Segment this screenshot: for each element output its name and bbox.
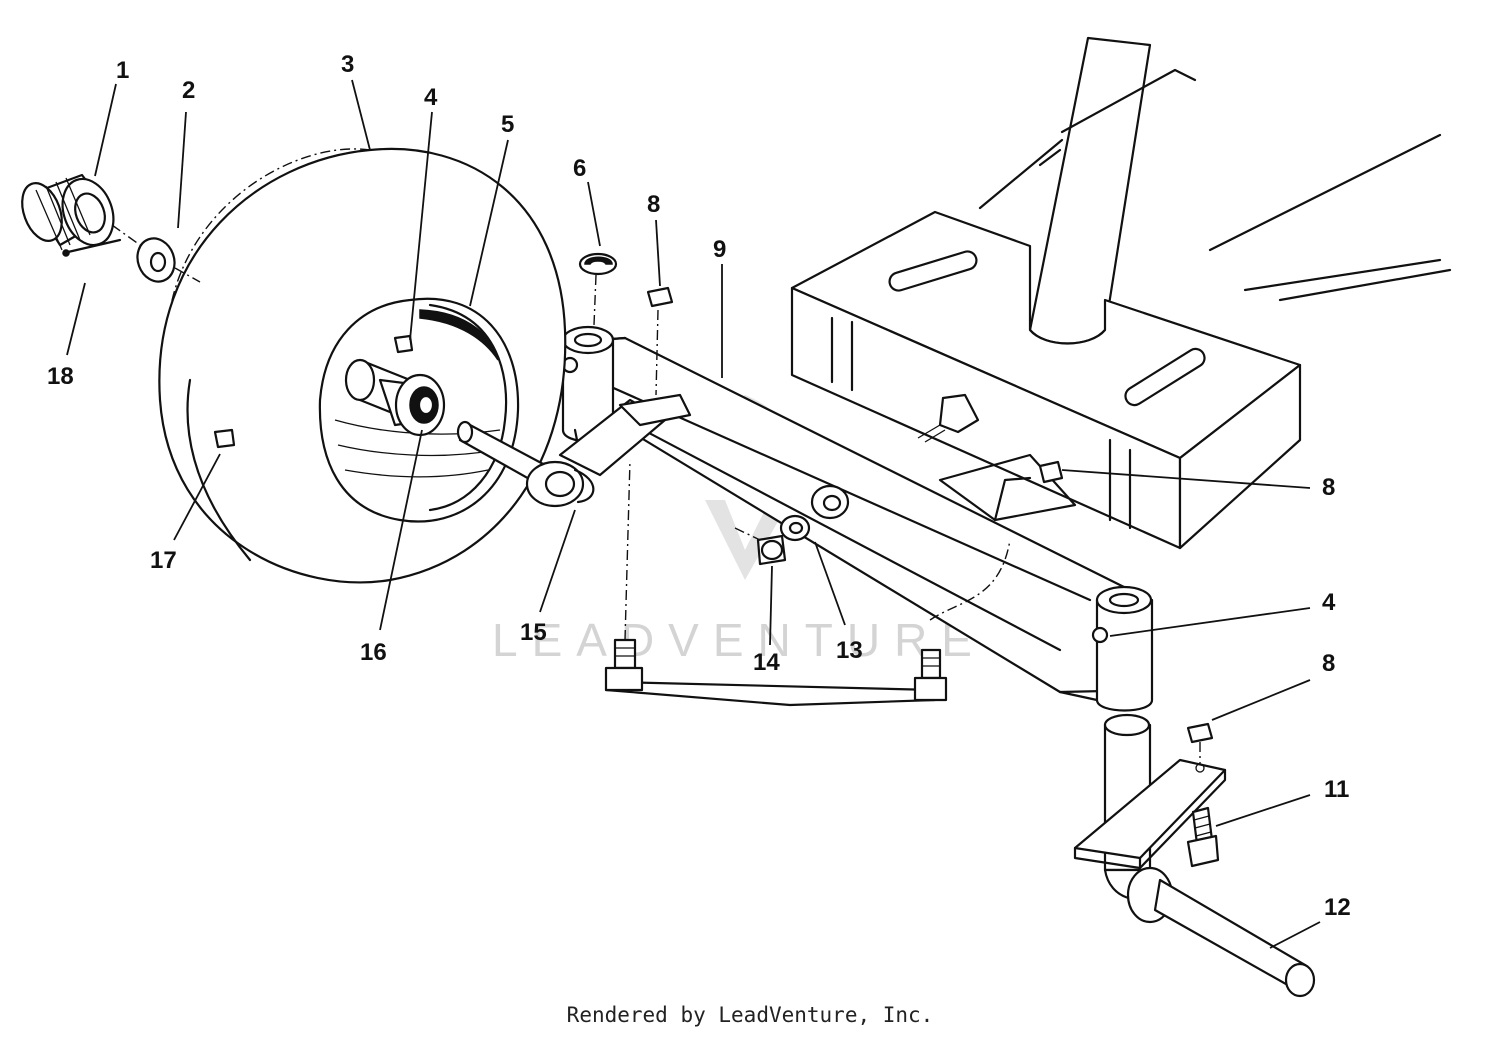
callout-18: 18 [47, 363, 74, 390]
callout-9: 9 [713, 236, 726, 263]
nuts-washers [578, 252, 1064, 566]
spindle-shaft [456, 420, 595, 508]
leader-lines [66, 79, 1321, 949]
callout-4b: 4 [1322, 589, 1336, 616]
callout-5: 5 [501, 111, 514, 138]
callout-8b: 8 [1322, 474, 1335, 501]
callout-16: 16 [360, 639, 387, 666]
axle-beam [558, 325, 1154, 712]
callout-15: 15 [520, 619, 547, 646]
callout-11: 11 [1324, 776, 1349, 803]
callout-6: 6 [573, 155, 586, 182]
callouts: 1 2 3 4 5 6 8 9 18 17 16 15 14 13 8 4 8 … [47, 51, 1351, 921]
callout-14: 14 [753, 649, 780, 676]
footer-credit: Rendered by LeadVenture, Inc. [566, 1003, 934, 1027]
watermark-text: LEADVENTURE [492, 614, 986, 666]
small-hardware-left [21, 173, 201, 283]
frame-box [790, 210, 1302, 550]
callout-2: 2 [182, 77, 195, 104]
callout-4: 4 [424, 84, 438, 111]
callout-12: 12 [1324, 894, 1351, 921]
steering-column [978, 36, 1452, 345]
callout-13: 13 [836, 637, 863, 664]
callout-1: 1 [116, 57, 129, 84]
right-spindle [1073, 713, 1316, 998]
callout-3: 3 [341, 51, 354, 78]
wheel-tire [158, 147, 567, 584]
tie-rod [604, 459, 1011, 707]
callout-8c: 8 [1322, 650, 1335, 677]
callout-8: 8 [647, 191, 660, 218]
callout-17: 17 [150, 547, 177, 574]
